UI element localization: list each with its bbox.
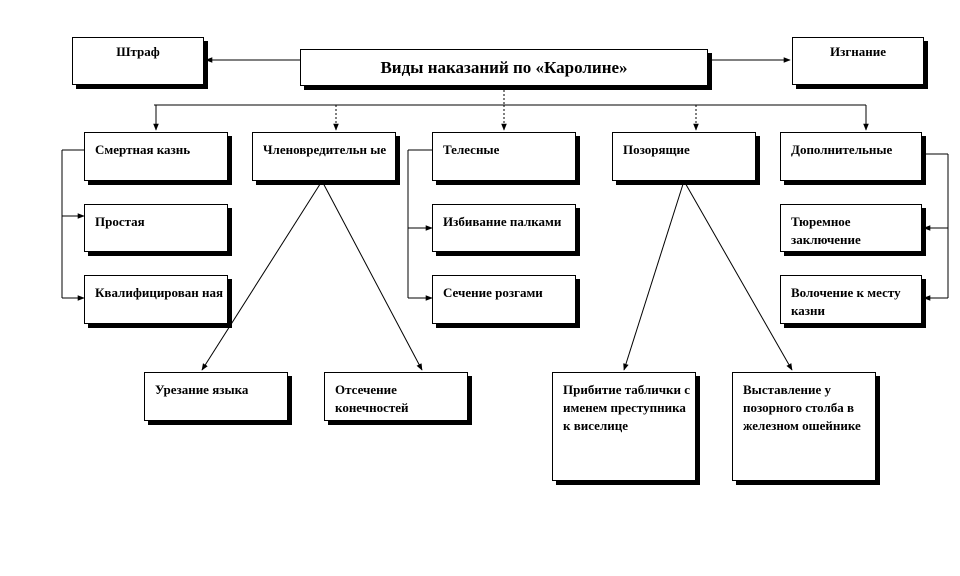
item-tongue: Урезание языка	[144, 372, 288, 421]
arrow-to-limbs	[321, 180, 423, 371]
item-label: Отсечение конечностей	[335, 382, 409, 415]
category-label: Смертная казнь	[95, 142, 191, 157]
arrow-to-plaque	[623, 180, 685, 371]
item-pillory: Выставление у позорного столба в железно…	[732, 372, 876, 481]
item-label: Сечение розгами	[443, 285, 543, 300]
category-label: Позорящие	[623, 142, 690, 157]
category-label: Телесные	[443, 142, 500, 157]
item-dragging: Волочение к месту казни	[780, 275, 922, 324]
category-corporal: Телесные	[432, 132, 576, 181]
item-label: Простая	[95, 214, 145, 229]
diagram-title: Виды наказаний по «Каролине»	[380, 58, 628, 77]
item-plaque: Прибитие таблички с именем преступника к…	[552, 372, 696, 481]
fine-label: Штраф	[116, 44, 160, 59]
fine-box: Штраф	[72, 37, 204, 85]
category-death-penalty: Смертная казнь	[84, 132, 228, 181]
category-label: Членовредительн ые	[263, 142, 387, 157]
item-label: Урезание языка	[155, 382, 249, 397]
item-label: Тюремное заключение	[791, 214, 861, 247]
category-shameful: Позорящие	[612, 132, 756, 181]
item-label: Избивание палками	[443, 214, 562, 229]
category-additional: Дополнительные	[780, 132, 922, 181]
exile-label: Изгнание	[830, 44, 886, 59]
arrow-to-pillory	[683, 180, 793, 371]
title-box: Виды наказаний по «Каролине»	[300, 49, 708, 86]
category-label: Дополнительные	[791, 142, 893, 157]
item-label: Волочение к месту казни	[791, 285, 901, 318]
item-beating-sticks: Избивание палками	[432, 204, 576, 252]
arrow-to-tongue	[201, 180, 323, 371]
item-flogging-rods: Сечение розгами	[432, 275, 576, 324]
item-limbs: Отсечение конечностей	[324, 372, 468, 421]
item-label: Квалифицирован ная	[95, 285, 224, 300]
item-qualified: Квалифицирован ная	[84, 275, 228, 324]
item-simple: Простая	[84, 204, 228, 252]
exile-box: Изгнание	[792, 37, 924, 85]
category-maiming: Членовредительн ые	[252, 132, 396, 181]
item-imprisonment: Тюремное заключение	[780, 204, 922, 252]
item-label: Выставление у позорного столба в железно…	[743, 382, 861, 433]
item-label: Прибитие таблички с именем преступника к…	[563, 382, 691, 433]
